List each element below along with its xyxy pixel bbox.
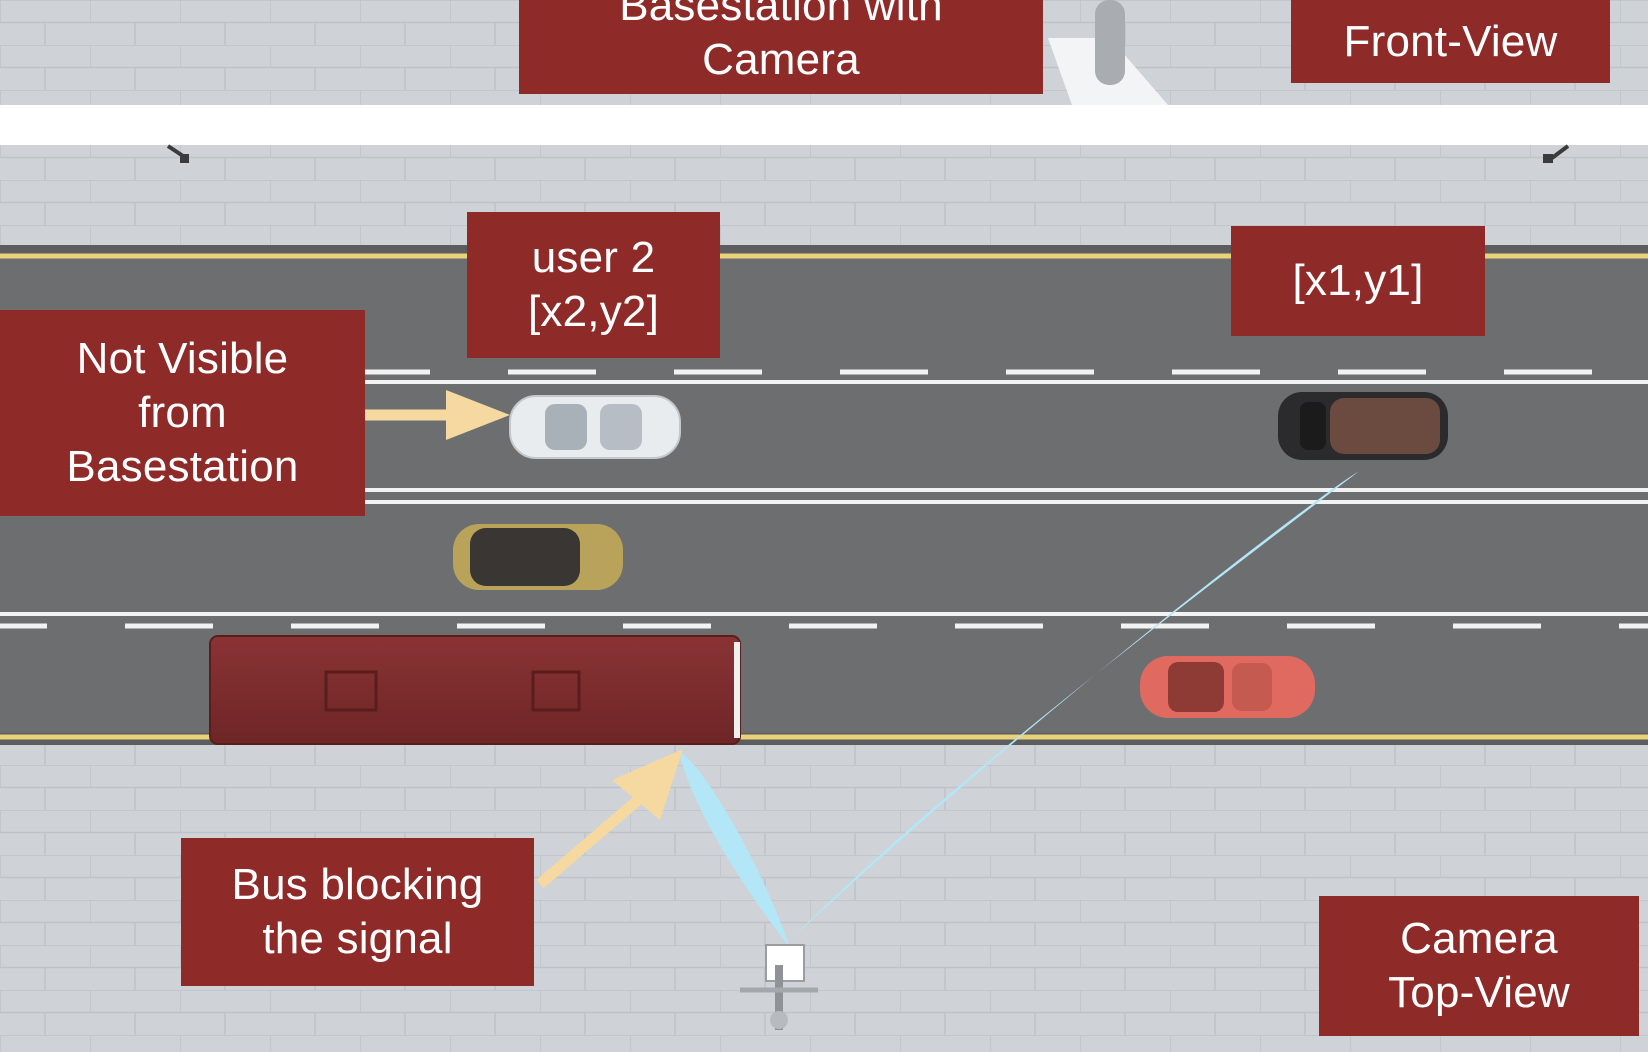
car-red <box>1140 656 1315 718</box>
label-bus-blocking: Bus blocking the signal <box>181 838 534 986</box>
label-line: Camera <box>702 35 860 84</box>
label-line: [x2,y2] <box>527 287 659 336</box>
arrow-bus-blocking <box>536 795 642 889</box>
label-line: user 2 <box>531 233 656 283</box>
label-line: Not Visible <box>76 334 289 384</box>
label-line: Basestation with <box>619 0 943 31</box>
signal-beams <box>679 472 1358 948</box>
beam-blocked-by-bus <box>679 752 790 948</box>
label-line: Camera <box>1400 914 1558 964</box>
street-lamps <box>166 144 1570 163</box>
label-line: Basestation <box>66 441 299 491</box>
bus <box>209 635 741 745</box>
label-line: [x1,y1] <box>1292 256 1424 306</box>
arrow-head <box>612 749 683 820</box>
basestation-camera <box>740 944 818 1030</box>
annotation-arrows <box>345 390 683 889</box>
pole <box>1095 0 1125 85</box>
label-line: the signal <box>262 914 453 963</box>
car-black-user1 <box>1278 392 1448 460</box>
panel-divider <box>0 105 1648 145</box>
label-user1: [x1,y1] <box>1231 226 1485 336</box>
label-line: Top-View <box>1388 968 1570 1017</box>
car-gold <box>453 524 623 590</box>
car-white-user2 <box>509 395 681 459</box>
label-not-visible: Not Visible from Basestation <box>0 310 365 516</box>
label-basestation-camera: Basestation with Camera <box>519 0 1043 94</box>
label-line: from <box>138 388 227 438</box>
arrow-head <box>446 390 510 440</box>
label-line: Bus blocking <box>231 860 484 910</box>
label-front-view: Front-View <box>1291 0 1610 83</box>
label-camera-top-view: Camera Top-View <box>1319 896 1639 1036</box>
label-user2: user 2 [x2,y2] <box>467 212 720 358</box>
label-line: Front-View <box>1343 16 1558 66</box>
